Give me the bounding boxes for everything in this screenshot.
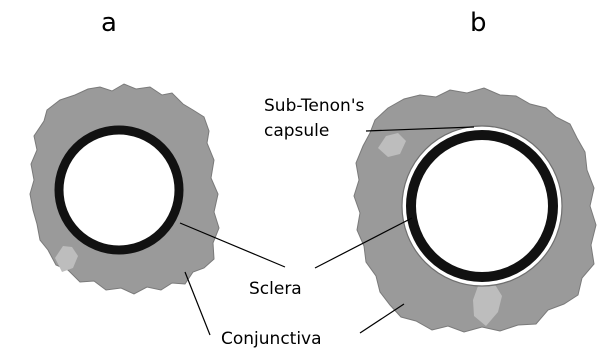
panel-b-sclera-ring — [411, 135, 553, 277]
conjunctiva-leader-a — [185, 272, 210, 335]
panel-a — [30, 84, 219, 294]
sclera-label: Sclera — [249, 279, 302, 299]
conjunctiva-leader-b — [360, 304, 404, 333]
panel-a-letter: a — [101, 8, 117, 38]
conjunctiva-label: Conjunctiva — [221, 329, 322, 349]
panel-a-sclera-ring — [59, 130, 179, 250]
sub-tenons-label-line1: Sub-Tenon's — [264, 96, 365, 116]
sub-tenons-label-line2: capsule — [264, 121, 329, 141]
panel-b-letter: b — [470, 8, 487, 38]
panel-b — [354, 88, 596, 332]
